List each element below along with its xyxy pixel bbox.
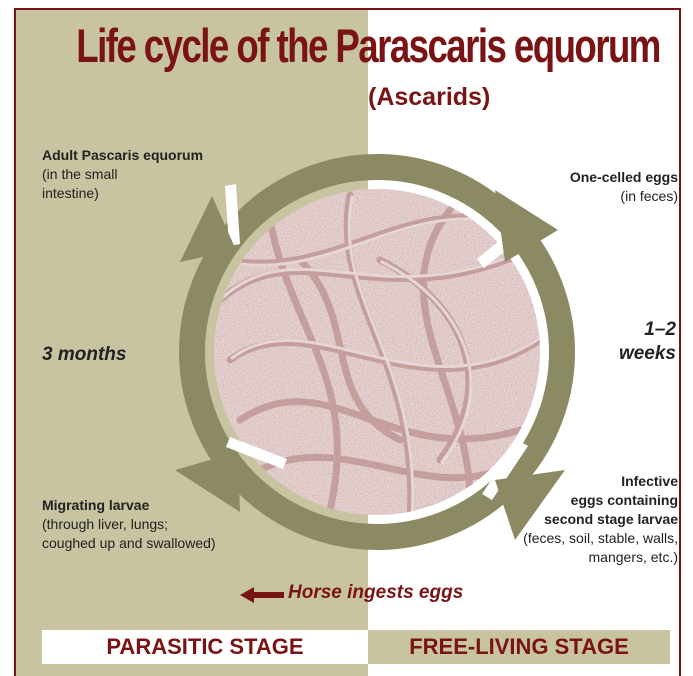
stage-eggs: One-celled eggs (in feces) <box>470 168 678 206</box>
stage-infective-title-3: second stage larvae <box>440 510 678 529</box>
stage-eggs-detail: (in feces) <box>470 187 678 206</box>
stage-infective-detail-1: (feces, soil, stable, walls, <box>440 529 678 548</box>
stage-migrating: Migrating larvae (through liver, lungs; … <box>42 496 332 553</box>
footer-parasitic-stage: PARASITIC STAGE <box>42 630 368 664</box>
left-arrow-icon <box>240 586 286 604</box>
duration-free-living-line-1: 1–2 <box>560 318 676 342</box>
roundworm-image <box>210 185 545 520</box>
diagram-subtitle: (Ascarids) <box>368 83 568 112</box>
stage-adult-detail-1: (in the small <box>42 165 302 184</box>
stage-migrating-detail-1: (through liver, lungs; <box>42 515 332 534</box>
stage-eggs-title: One-celled eggs <box>470 168 678 187</box>
stage-adult-detail-2: intestine) <box>42 184 302 203</box>
stage-migrating-detail-2: coughed up and swallowed) <box>42 534 332 553</box>
footer-free-living-stage: FREE-LIVING STAGE <box>368 630 670 664</box>
duration-free-living: 1–2 weeks <box>560 318 676 366</box>
stage-adult: Adult Pascaris equorum (in the small int… <box>42 146 302 203</box>
horse-ingests-eggs-label: Horse ingests eggs <box>288 582 463 604</box>
stage-adult-title: Adult Pascaris equorum <box>42 146 302 165</box>
stage-infective: Infective eggs containing second stage l… <box>440 472 678 567</box>
stage-infective-detail-2: mangers, etc.) <box>440 548 678 567</box>
stage-infective-title-2: eggs containing <box>440 491 678 510</box>
stage-migrating-title: Migrating larvae <box>42 496 332 515</box>
stage-infective-title-1: Infective <box>440 472 678 491</box>
horse-ingests-eggs: Horse ingests eggs <box>240 582 520 608</box>
duration-free-living-line-2: weeks <box>560 342 676 366</box>
duration-parasitic: 3 months <box>42 343 126 367</box>
diagram-title: Life cycle of the Parascaris equorum <box>76 18 617 73</box>
